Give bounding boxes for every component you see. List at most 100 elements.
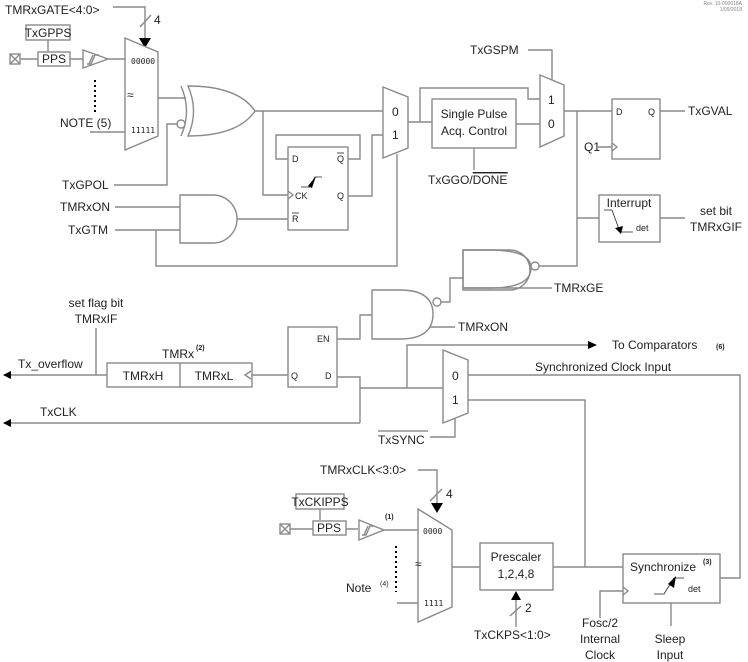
clock-note: Note (346, 581, 372, 595)
gate-mux-first: 00000 (131, 57, 155, 66)
gate-enable-label: TMRxGE (554, 281, 603, 295)
timer-enable-nand (371, 289, 434, 340)
wire (468, 374, 741, 579)
inversion-bubble-icon (432, 297, 442, 307)
clock-pps-register: TxCKIPPS (291, 495, 348, 509)
toggle-mode-label: TxGTM (68, 223, 108, 237)
clock-source-mux (417, 507, 453, 624)
wire (528, 49, 553, 80)
fosc-line3: Clock (585, 648, 616, 662)
clock-input-icon (611, 142, 619, 152)
latch-en: EN (317, 334, 330, 344)
wire (598, 110, 685, 148)
toggle-mux-in1: 1 (392, 128, 399, 142)
txclk-label: TxCLK (40, 405, 77, 419)
clock-mux-first: 0000 (423, 527, 442, 536)
spm-mux-in1: 1 (548, 93, 555, 107)
clock-mux-last: 1111 (424, 599, 443, 608)
ff-ck: CK (295, 191, 308, 201)
wire (115, 154, 398, 267)
wire (114, 123, 177, 186)
timer-on-label-2: TMRxON (458, 320, 508, 334)
gate-pin-icon (9, 53, 21, 65)
prescale-bus-width: 2 (525, 601, 532, 615)
gate-select-label: TMRxGATE<4:0> (5, 3, 99, 17)
gate-mux-last: 11111 (131, 126, 155, 135)
toggle-mux (382, 85, 409, 160)
wire (337, 277, 463, 340)
prescale-arrow-icon (511, 591, 521, 600)
sync-mux-in0: 0 (452, 369, 459, 383)
wire (539, 110, 612, 267)
clock-select-arrow-icon (431, 503, 443, 513)
overflow-label: Tx_overflow (18, 357, 83, 371)
prescale-select-label: TxCKPS<1:0> (474, 628, 551, 642)
bus-slash-icon (509, 605, 522, 617)
spm-mux-in0: 0 (548, 117, 555, 131)
synchronize-note: (3) (703, 559, 712, 566)
set-bit-label: set bit (700, 204, 733, 218)
arrow-icon (588, 341, 597, 349)
gate-value-flipflop (611, 98, 661, 160)
single-pulse-line1: Single Pulse (441, 107, 508, 121)
wire (418, 469, 438, 505)
gate-select-arrow-icon (139, 38, 151, 48)
latch-d: D (325, 371, 332, 381)
wire (515, 566, 623, 627)
wire (430, 419, 456, 438)
timer-register-label: TMRx (162, 347, 194, 361)
timer-register-note: (2) (196, 345, 205, 352)
clock-select-label: TMRxCLK<3:0> (320, 463, 406, 477)
schmitt-buffer-icon (358, 518, 386, 542)
rising-edge-icon (654, 576, 684, 595)
falling-edge-icon (604, 209, 633, 234)
timer-high: TMRxH (123, 369, 164, 383)
revision-line1: Rev. 10-000018A (703, 1, 742, 7)
timer-low: TMRxL (195, 369, 234, 383)
prescaler-label: Prescaler (491, 550, 542, 564)
wire (337, 344, 590, 423)
interrupt-det: det (636, 223, 649, 233)
sync-mux-in1: 1 (452, 393, 459, 407)
gate-note: NOTE (5) (60, 116, 111, 130)
clock-pin-icon (279, 523, 291, 535)
toggle-flipflop (287, 146, 349, 231)
wire (290, 509, 418, 531)
gate-bus-width: 4 (154, 13, 161, 27)
gate-select-wire (113, 6, 146, 40)
enable-latch (287, 326, 338, 388)
and-gate (179, 194, 238, 244)
gate-value-label: TxGVAL (688, 104, 733, 118)
sync-mux (442, 348, 469, 425)
synchronize-box (622, 553, 721, 604)
gate-source-mux (124, 36, 159, 152)
wire (599, 590, 672, 626)
single-pulse-box (431, 98, 517, 149)
q1-label: Q1 (584, 140, 600, 154)
single-pulse-mux (539, 73, 565, 149)
gate-polarity-label: TxGPOL (62, 178, 109, 192)
to-comparators-note: (6) (716, 344, 725, 351)
ff-d: D (292, 154, 299, 164)
fosc-line1: Fosc/2 (582, 616, 618, 630)
single-pulse-mode-label: TxGSPM (470, 43, 519, 57)
sleep-line2: Input (657, 648, 684, 662)
clock-note-num: (4) (380, 581, 389, 588)
single-pulse-line2: Acq. Control (441, 124, 507, 138)
rising-edge-icon (301, 176, 322, 188)
wire (255, 110, 383, 196)
clock-input-icon (622, 586, 630, 596)
latch-q: Q (291, 371, 298, 381)
sync-clock-input-label: Synchronized Clock Input (535, 360, 672, 374)
gval-d: D (616, 107, 623, 117)
break-icon: ≈ (127, 88, 134, 102)
clock-input-icon (243, 370, 252, 380)
clock-bus-width: 4 (446, 487, 453, 501)
toggle-mux-in0: 0 (392, 105, 399, 119)
ff-r: R (292, 214, 299, 224)
gate-pps-register: TxGPPS (25, 26, 72, 40)
gate-pps-label: PPS (42, 52, 66, 66)
sync-label: TxSYNC (378, 433, 425, 447)
break-icon: ≈ (415, 557, 422, 571)
gval-q: Q (648, 107, 655, 117)
